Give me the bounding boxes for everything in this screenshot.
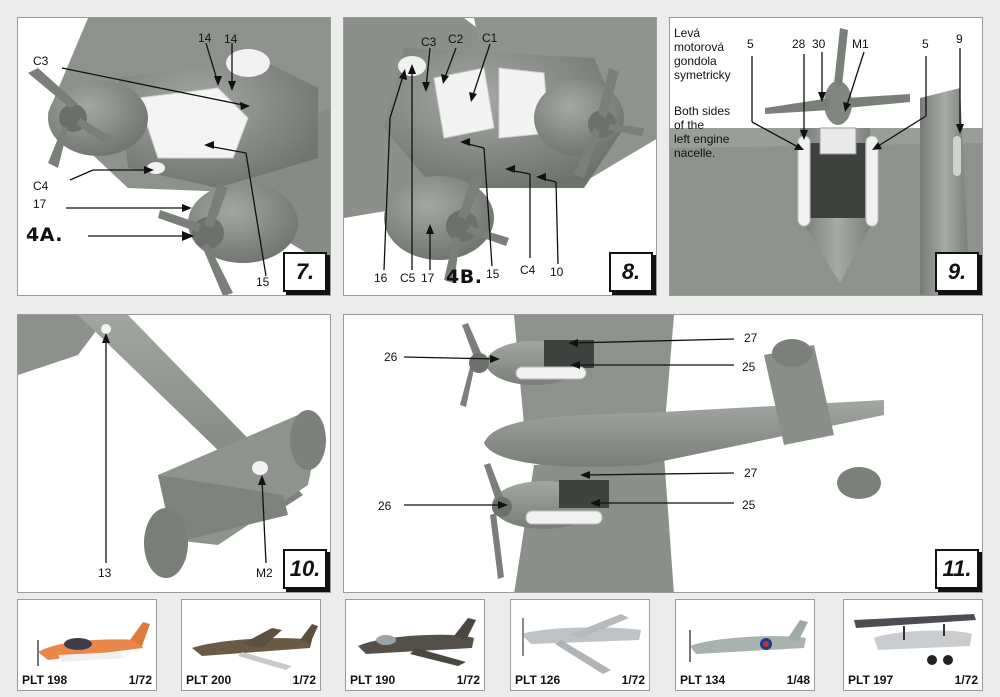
label-c3: C3	[33, 54, 49, 68]
step-11-panel: 27 26 25 27 26 25 11.	[343, 314, 983, 593]
label-m2: M2	[256, 566, 273, 580]
product-card-plt198[interactable]: PLT 198 1/72	[17, 599, 157, 691]
step-number-8: 8.	[609, 252, 653, 292]
label-5a: 5	[747, 37, 754, 51]
label-10: 10	[550, 265, 564, 279]
label-c1: C1	[482, 31, 498, 45]
note-cz-line-1: Levá	[674, 26, 701, 40]
label-c2: C2	[448, 32, 464, 46]
product-image-plt126	[521, 614, 641, 674]
label-27a: 27	[744, 331, 758, 345]
label-c4: C4	[33, 179, 49, 193]
step-7-photo	[28, 18, 330, 295]
label-30: 30	[812, 37, 826, 51]
product-card-plt134[interactable]: PLT 134 1/48	[675, 599, 815, 691]
label-17: 17	[421, 271, 435, 285]
label-25b: 25	[742, 498, 756, 512]
label-15: 15	[486, 267, 500, 281]
product-image-plt134	[689, 620, 808, 662]
step-9-photo	[670, 28, 982, 295]
step-number-10: 10.	[283, 549, 327, 589]
note-english: Both sides of the left engine nacelle.	[674, 104, 730, 160]
product-scale: 1/72	[621, 673, 645, 687]
note-en-line-4: nacelle.	[674, 146, 716, 160]
label-15: 15	[256, 275, 270, 289]
note-cz-line-4: symetricky	[674, 68, 731, 82]
label-17: 17	[33, 197, 47, 211]
product-code: PLT 126	[515, 673, 561, 687]
label-25a: 25	[742, 360, 756, 374]
product-scale: 1/48	[786, 673, 810, 687]
product-scale: 1/72	[292, 673, 316, 687]
product-card-plt197[interactable]: PLT 197 1/72	[843, 599, 983, 691]
product-code: PLT 190	[350, 673, 396, 687]
product-image-plt190	[358, 618, 476, 666]
label-14a: 14	[198, 31, 212, 45]
product-code: PLT 197	[848, 673, 894, 687]
note-en-line-1: Both sides	[674, 104, 731, 118]
label-26b: 26	[378, 499, 392, 513]
product-scale: 1/72	[954, 673, 978, 687]
step-8-photo	[344, 18, 656, 283]
step-11-photo	[403, 315, 884, 592]
label-13: 13	[98, 566, 112, 580]
product-code: PLT 198	[22, 673, 68, 687]
label-26a: 26	[384, 350, 398, 364]
product-image-plt197	[854, 614, 976, 665]
product-code: PLT 134	[680, 673, 726, 687]
step-10-photo	[18, 315, 326, 578]
label-28: 28	[792, 37, 806, 51]
product-code: PLT 200	[186, 673, 232, 687]
note-cz-line-2: motorová	[674, 40, 725, 54]
label-14b: 14	[224, 32, 238, 46]
note-czech: Levá motorová gondola symetricky	[674, 26, 731, 82]
product-image-plt200	[192, 624, 318, 670]
label-27b: 27	[744, 466, 758, 480]
note-cz-line-3: gondola	[674, 54, 717, 68]
step-number-7: 7.	[283, 252, 327, 292]
step-7-panel: 14 14 C3 C4 17 4A. 15 7.	[17, 17, 331, 296]
label-9: 9	[956, 32, 963, 46]
step-number-9: 9.	[935, 252, 979, 292]
note-en-line-3: left engine	[674, 132, 730, 146]
ref-4a: 4A.	[26, 224, 63, 246]
product-scale: 1/72	[456, 673, 480, 687]
product-card-plt126[interactable]: PLT 126 1/72	[510, 599, 650, 691]
product-image-plt198	[37, 622, 150, 666]
label-m1: M1	[852, 37, 869, 51]
label-c3: C3	[421, 35, 437, 49]
product-card-plt200[interactable]: PLT 200 1/72	[181, 599, 321, 691]
note-en-line-2: of the	[674, 118, 705, 132]
step-8-panel: C3 C2 C1 16 C5 17 4B. 15 C4 10 8.	[343, 17, 657, 296]
label-c5: C5	[400, 271, 416, 285]
step-9-panel: Levá motorová gondola symetricky Both si…	[669, 17, 983, 296]
label-5b: 5	[922, 37, 929, 51]
label-16: 16	[374, 271, 388, 285]
step-number-11: 11.	[935, 549, 979, 589]
label-c4: C4	[520, 263, 536, 277]
ref-4b: 4B.	[446, 266, 483, 288]
step-10-panel: 13 M2 10.	[17, 314, 331, 593]
product-scale: 1/72	[128, 673, 152, 687]
product-card-plt190[interactable]: PLT 190 1/72	[345, 599, 485, 691]
